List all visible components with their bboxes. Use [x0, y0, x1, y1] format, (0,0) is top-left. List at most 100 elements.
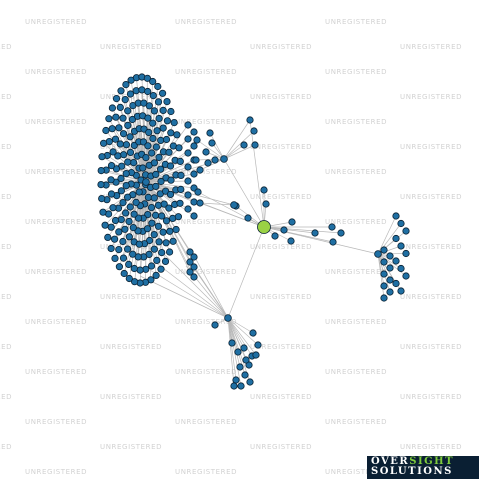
cluster-node[interactable] [115, 228, 123, 236]
cluster-node[interactable] [153, 127, 161, 135]
cluster-node[interactable] [190, 212, 198, 220]
cluster-node[interactable] [165, 148, 173, 156]
cluster-node[interactable] [126, 203, 134, 211]
right-cluster-node[interactable] [386, 252, 394, 260]
cluster-node[interactable] [154, 82, 162, 91]
cluster-node[interactable] [190, 263, 198, 271]
cluster-node[interactable] [150, 245, 158, 253]
cluster-node[interactable] [111, 235, 119, 243]
cluster-node[interactable] [126, 133, 134, 141]
mid-node[interactable] [287, 237, 295, 245]
cluster-node[interactable] [149, 134, 157, 143]
cluster-node[interactable] [129, 250, 137, 258]
bottom-cluster-node[interactable] [246, 378, 254, 386]
cluster-node[interactable] [130, 159, 138, 167]
upper-cluster-node[interactable] [204, 159, 212, 167]
cluster-node[interactable] [157, 136, 165, 144]
cluster-node[interactable] [119, 199, 127, 207]
cluster-node[interactable] [131, 278, 139, 286]
cluster-node[interactable] [119, 114, 127, 122]
upper-cluster-node[interactable] [240, 141, 248, 149]
upper-hub-node[interactable] [220, 155, 228, 163]
cluster-node[interactable] [135, 240, 143, 248]
cluster-node[interactable] [162, 239, 170, 247]
bottom-cluster-node[interactable] [240, 344, 248, 352]
cluster-node[interactable] [132, 198, 140, 206]
cluster-node[interactable] [184, 205, 192, 213]
mid-node[interactable] [271, 232, 279, 240]
cluster-node[interactable] [117, 174, 125, 183]
right-cluster-node[interactable] [380, 270, 388, 278]
right-cluster-node[interactable] [402, 272, 410, 280]
cluster-node[interactable] [138, 86, 146, 94]
cluster-node[interactable] [152, 182, 160, 190]
cluster-node[interactable] [124, 107, 132, 115]
right-cluster-node[interactable] [402, 227, 410, 235]
cluster-node[interactable] [148, 219, 156, 227]
cluster-node[interactable] [176, 199, 184, 207]
cluster-node[interactable] [167, 129, 175, 137]
cluster-node[interactable] [101, 221, 109, 229]
right-cluster-node[interactable] [380, 282, 388, 290]
cluster-node[interactable] [186, 258, 194, 266]
cluster-node[interactable] [184, 191, 192, 199]
cluster-node[interactable] [125, 217, 133, 226]
cluster-node[interactable] [149, 92, 157, 100]
cluster-node[interactable] [136, 266, 144, 274]
cluster-node[interactable] [157, 165, 165, 173]
cluster-node[interactable] [122, 141, 131, 149]
upper-cluster-node[interactable] [250, 127, 258, 135]
cluster-node[interactable] [186, 268, 194, 276]
cluster-node[interactable] [155, 153, 163, 161]
cluster-node[interactable] [184, 135, 192, 143]
right-cluster-node[interactable] [397, 242, 405, 250]
bottom-cluster-node[interactable] [211, 321, 219, 329]
cluster-node[interactable] [143, 225, 152, 233]
bottom-cluster-node[interactable] [232, 376, 240, 384]
cluster-node[interactable] [124, 245, 132, 253]
cluster-node[interactable] [167, 107, 175, 116]
cluster-node[interactable] [112, 165, 121, 173]
cluster-node[interactable] [98, 195, 106, 203]
cluster-node[interactable] [155, 114, 163, 123]
right-cluster-node[interactable] [386, 264, 394, 272]
cluster-node[interactable] [125, 274, 133, 283]
cluster-node[interactable] [125, 233, 133, 241]
right-cluster-node[interactable] [397, 219, 405, 228]
bottom-cluster-node[interactable] [249, 329, 257, 337]
right-cluster-node[interactable] [392, 279, 400, 288]
cluster-node[interactable] [146, 236, 154, 245]
cluster-node[interactable] [117, 187, 126, 195]
cluster-node[interactable] [112, 95, 121, 103]
upper-cluster-node[interactable] [251, 141, 259, 149]
cluster-node[interactable] [121, 225, 129, 233]
cluster-node[interactable] [120, 269, 128, 278]
cluster-node[interactable] [176, 157, 184, 165]
bottom-cluster-node[interactable] [241, 371, 249, 379]
cluster-node[interactable] [163, 98, 171, 106]
bottom-cluster-node[interactable] [242, 356, 250, 364]
right-cluster-node[interactable] [386, 276, 394, 284]
cluster-node[interactable] [98, 153, 106, 161]
cluster-node[interactable] [148, 149, 156, 157]
cluster-node[interactable] [109, 148, 117, 156]
cluster-node[interactable] [108, 104, 117, 112]
cluster-node[interactable] [119, 237, 127, 246]
upper-cluster-node[interactable] [208, 139, 216, 147]
cluster-node[interactable] [107, 176, 115, 184]
cluster-node[interactable] [104, 233, 112, 241]
cluster-node[interactable] [150, 194, 158, 202]
cluster-node[interactable] [102, 126, 110, 135]
cluster-node[interactable] [122, 170, 130, 178]
cluster-node[interactable] [126, 90, 135, 98]
mid-node[interactable] [244, 214, 252, 222]
chain-node[interactable] [311, 229, 319, 237]
cluster-node[interactable] [147, 204, 156, 212]
cluster-node[interactable] [144, 87, 152, 96]
cluster-node[interactable] [159, 106, 167, 115]
bottom-cluster-node[interactable] [228, 339, 236, 347]
cluster-node[interactable] [149, 119, 157, 127]
cluster-node[interactable] [190, 142, 198, 150]
cluster-node[interactable] [174, 213, 182, 221]
cluster-node[interactable] [144, 193, 152, 201]
